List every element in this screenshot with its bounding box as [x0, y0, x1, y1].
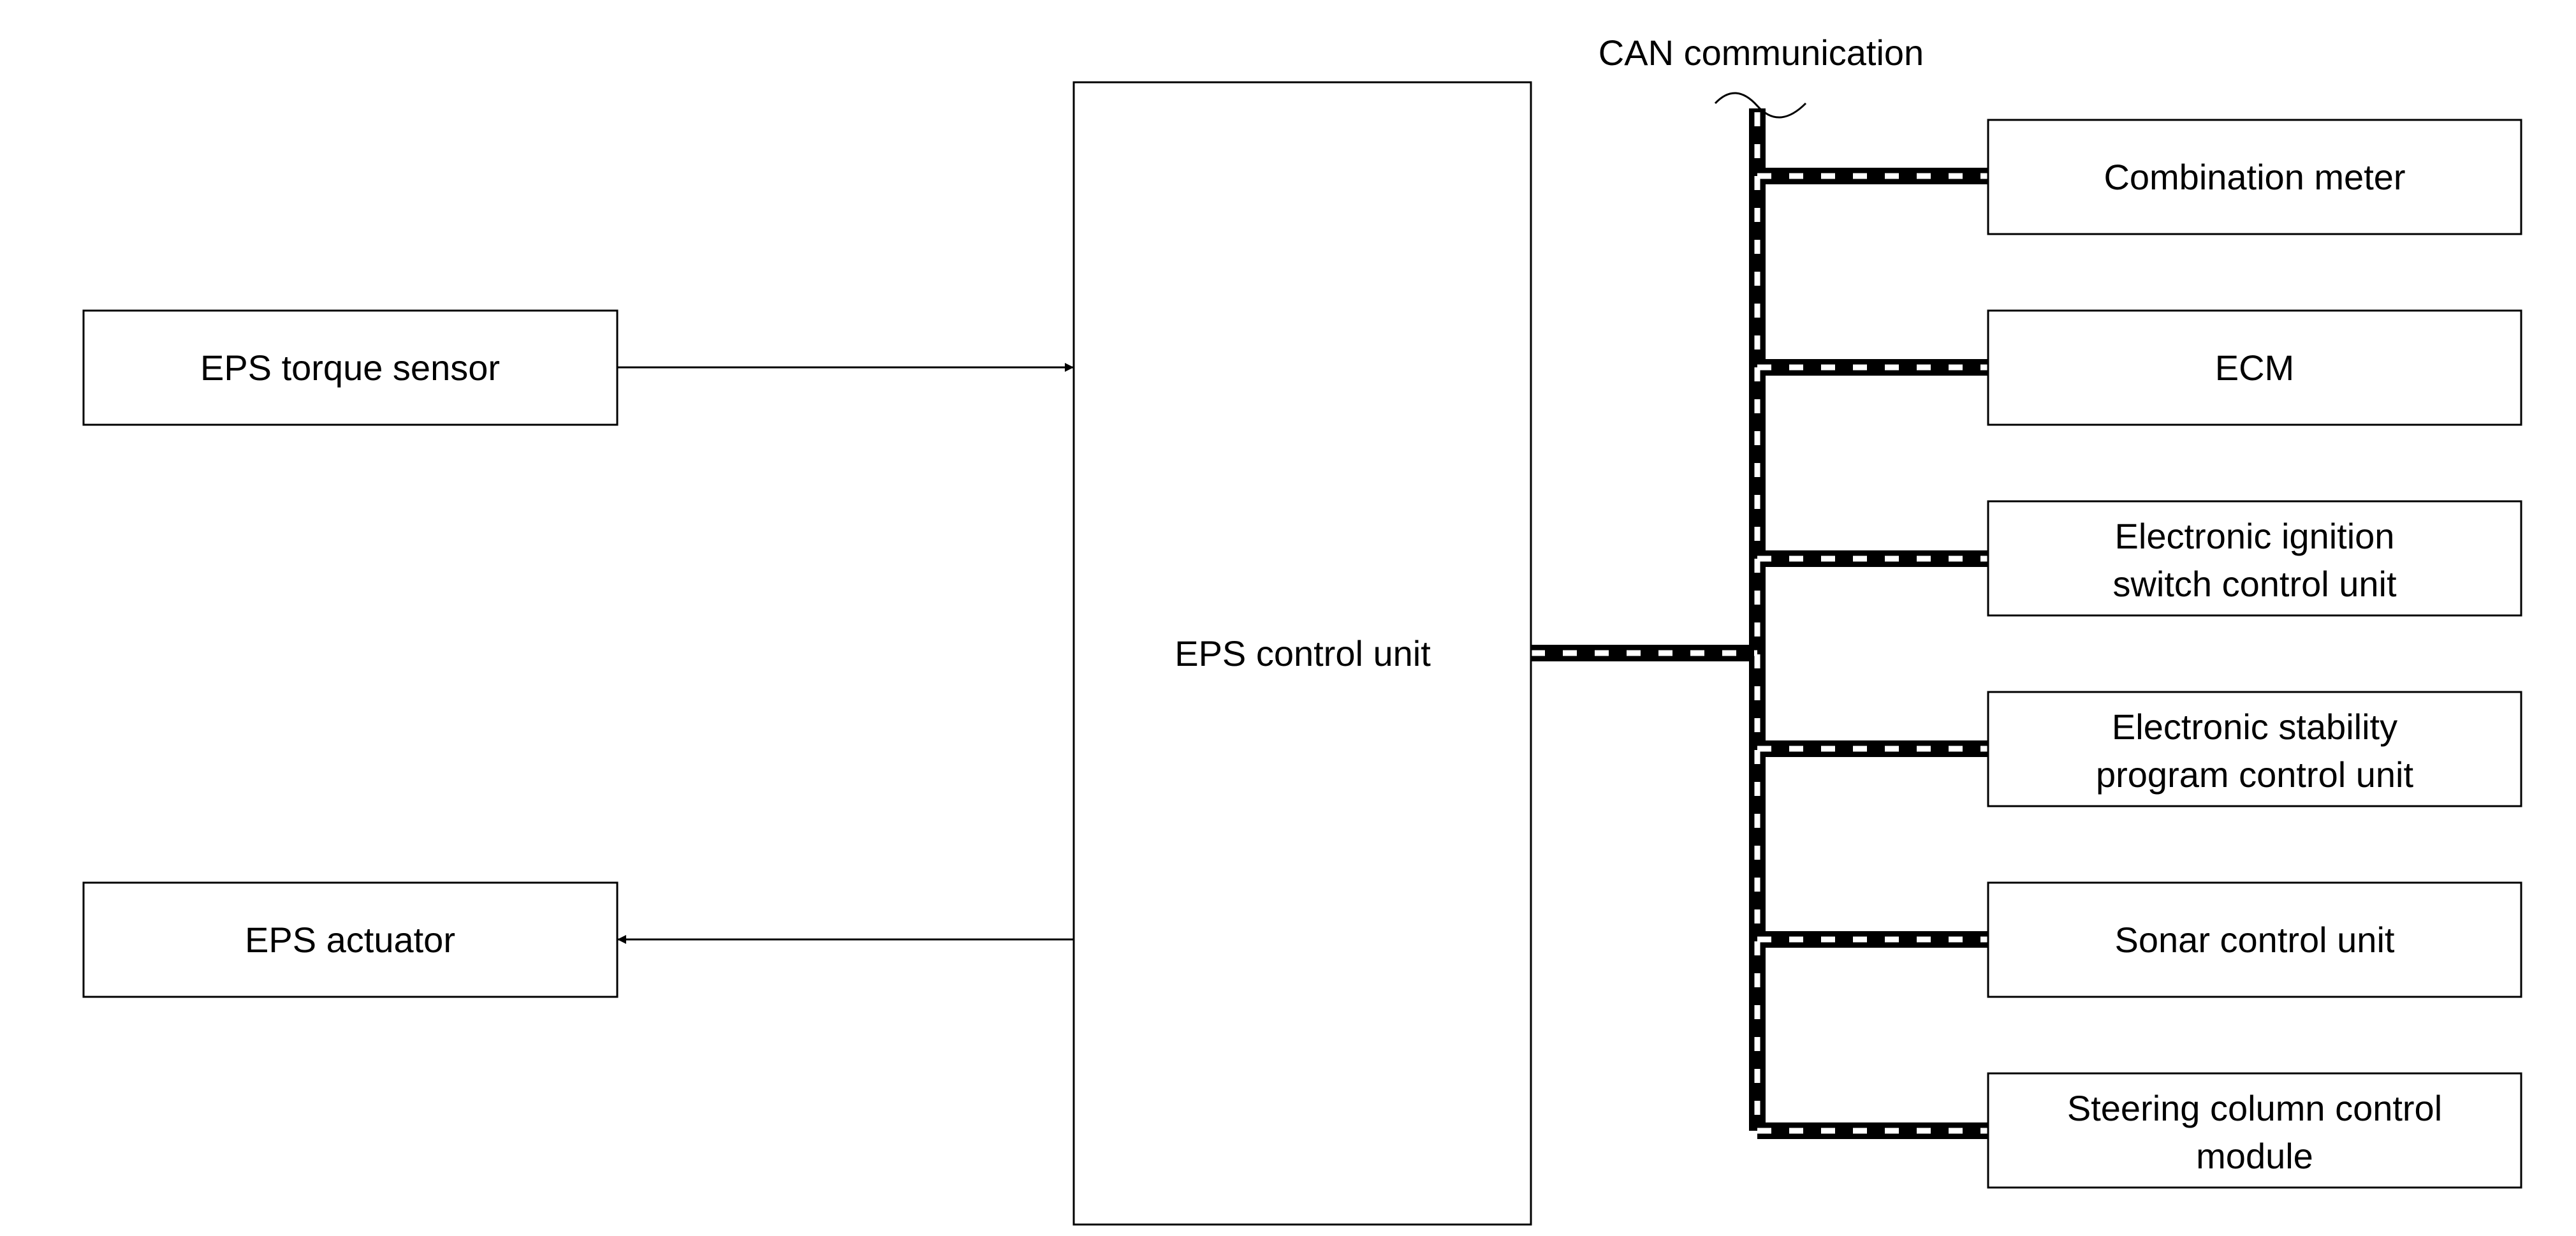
sonar-control-unit-box: Sonar control unit	[1987, 881, 2522, 998]
steering-column-label-line2: module	[2196, 1136, 2313, 1176]
can-communication-label: CAN communication	[1599, 33, 1924, 73]
electronic-stability-label-line1: Electronic stability	[2112, 707, 2397, 747]
sonar-control-unit-label: Sonar control unit	[2115, 920, 2395, 960]
eps-control-unit-box: EPS control unit	[1072, 81, 1532, 1226]
combination-meter-label: Combination meter	[2104, 157, 2405, 197]
electronic-ignition-switch-control-unit-box: Electronic ignition switch control unit	[1987, 500, 2522, 617]
eps-torque-sensor-box: EPS torque sensor	[82, 309, 618, 426]
electronic-ignition-label-line1: Electronic ignition	[2115, 516, 2395, 556]
steering-column-label-line1: Steering column control	[2067, 1088, 2442, 1128]
can-bus-wiring	[1531, 108, 1988, 1139]
eps-control-unit-label: EPS control unit	[1175, 633, 1431, 673]
eps-actuator-label: EPS actuator	[245, 920, 455, 960]
steering-column-control-module-box: Steering column control module	[1987, 1072, 2522, 1189]
can-bus-wave-marker	[1714, 92, 1807, 119]
ecm-box: ECM	[1987, 309, 2522, 426]
eps-actuator-box: EPS actuator	[82, 881, 618, 998]
electronic-stability-label-line2: program control unit	[2096, 754, 2413, 795]
combination-meter-box: Combination meter	[1987, 119, 2522, 235]
eps-torque-sensor-label: EPS torque sensor	[200, 348, 500, 388]
electronic-stability-program-control-unit-box: Electronic stability program control uni…	[1987, 691, 2522, 807]
electronic-ignition-label-line2: switch control unit	[2112, 564, 2397, 604]
ecm-label: ECM	[2215, 348, 2294, 388]
